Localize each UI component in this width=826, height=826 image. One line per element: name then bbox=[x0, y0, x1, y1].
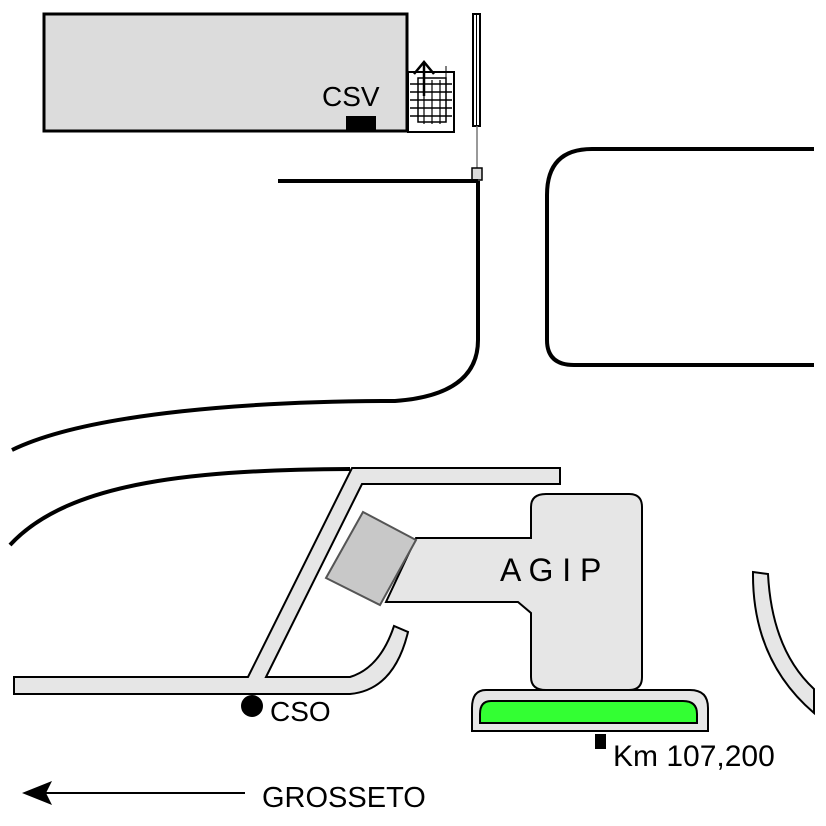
road-strips bbox=[13, 467, 815, 716]
staircase-icon bbox=[407, 66, 455, 133]
agip-label: A G I P bbox=[500, 552, 601, 588]
green-island bbox=[479, 700, 698, 724]
km-marker bbox=[595, 734, 606, 749]
cso-signal-dot bbox=[241, 695, 263, 717]
agip-building bbox=[384, 493, 643, 691]
traffic-island bbox=[471, 689, 709, 732]
fuel-canopy bbox=[324, 510, 418, 607]
direction-label: GROSSETO bbox=[262, 782, 426, 814]
upper-road-lines bbox=[8, 147, 814, 547]
km-label: Km 107,200 bbox=[613, 740, 775, 773]
up-arrow-icon bbox=[413, 60, 435, 96]
agip-station: A G I P bbox=[324, 493, 643, 691]
cso-label: CSO bbox=[270, 696, 331, 727]
csv-signal-block bbox=[346, 116, 376, 131]
csv-building: CSV bbox=[42, 12, 409, 133]
building-outline bbox=[42, 12, 409, 133]
csv-label: CSV bbox=[322, 81, 380, 112]
rail-pole bbox=[471, 13, 483, 181]
left-arrow-icon bbox=[22, 781, 245, 805]
